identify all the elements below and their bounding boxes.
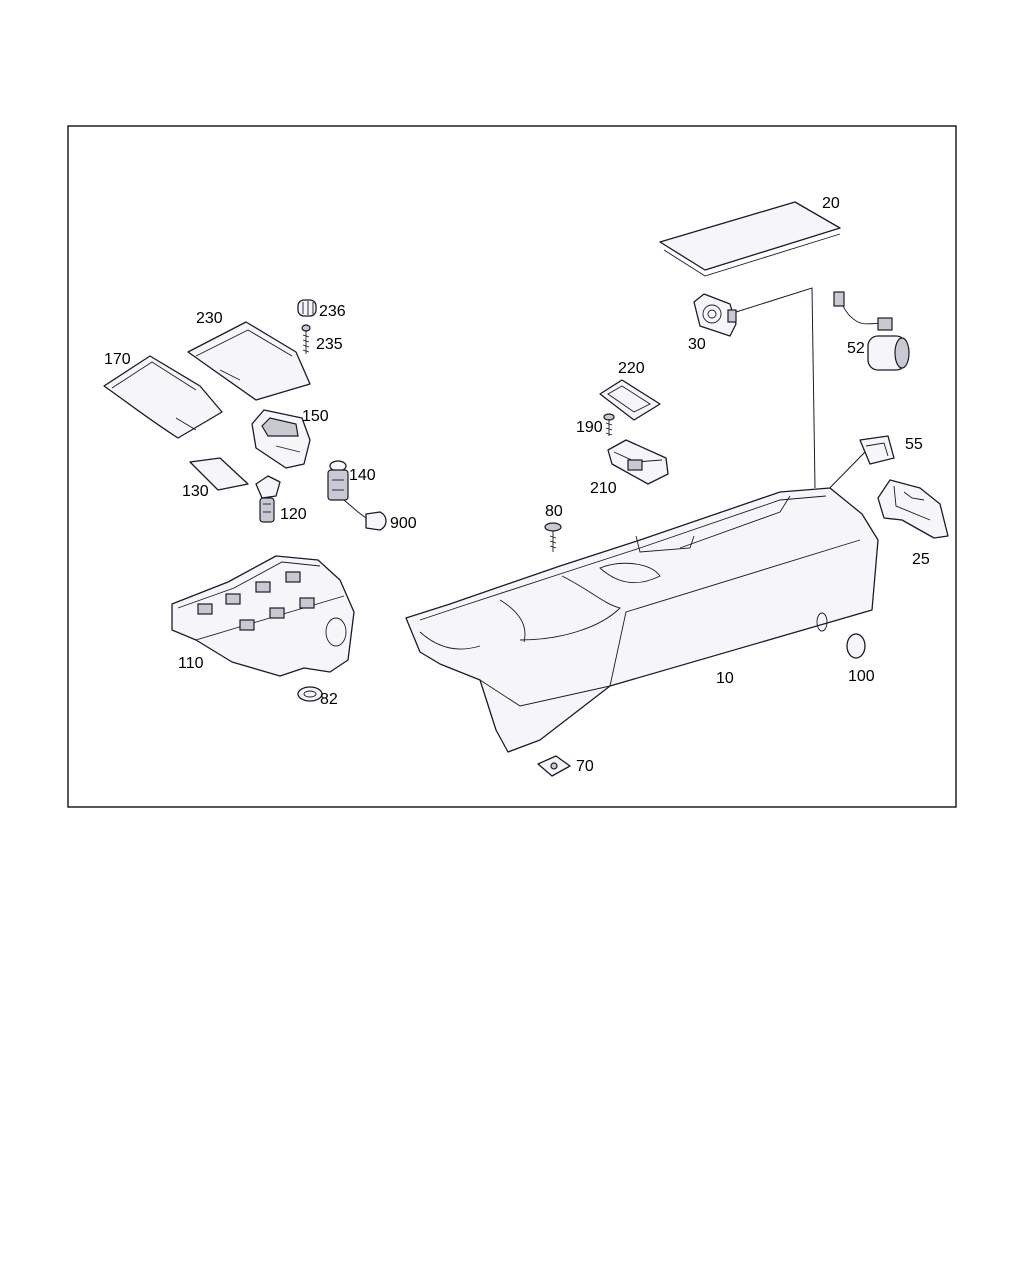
label-150: 150 bbox=[302, 408, 329, 425]
label-52: 52 bbox=[847, 340, 865, 357]
part-170-cover bbox=[103, 355, 223, 439]
part-235-screw bbox=[301, 324, 311, 354]
part-55-clip bbox=[859, 435, 895, 465]
label-210: 210 bbox=[590, 480, 617, 497]
label-30: 30 bbox=[688, 336, 706, 353]
part-25-rear-panel bbox=[877, 479, 949, 539]
label-25: 25 bbox=[912, 551, 930, 568]
label-70: 70 bbox=[576, 758, 594, 775]
part-80-screw bbox=[544, 522, 562, 552]
part-52-wiring-motor bbox=[833, 291, 910, 371]
label-235: 235 bbox=[316, 336, 343, 353]
label-140: 140 bbox=[349, 467, 376, 484]
part-236-knob bbox=[297, 299, 317, 317]
label-120: 120 bbox=[280, 506, 307, 523]
part-190-screw bbox=[603, 413, 615, 436]
label-220: 220 bbox=[618, 360, 645, 377]
diagram-frame bbox=[67, 125, 957, 808]
label-130: 130 bbox=[182, 483, 209, 500]
part-30-speaker-grille bbox=[693, 293, 737, 337]
part-70-clip-nut bbox=[537, 755, 571, 777]
label-10: 10 bbox=[716, 670, 734, 687]
part-110-bracket-assembly bbox=[171, 555, 355, 677]
label-230: 230 bbox=[196, 310, 223, 327]
label-900: 900 bbox=[390, 515, 417, 532]
part-210-cupholder-insert bbox=[607, 439, 669, 485]
label-82: 82 bbox=[320, 691, 338, 708]
part-230-cover bbox=[187, 321, 311, 401]
label-100: 100 bbox=[848, 668, 875, 685]
label-190: 190 bbox=[576, 419, 603, 436]
label-55: 55 bbox=[905, 436, 923, 453]
part-10-center-console bbox=[405, 487, 879, 753]
label-80: 80 bbox=[545, 503, 563, 520]
part-120-switch bbox=[255, 475, 281, 523]
part-150-switch-housing bbox=[251, 409, 311, 469]
label-110: 110 bbox=[178, 655, 204, 672]
label-170: 170 bbox=[104, 351, 131, 368]
part-900-connector bbox=[343, 499, 387, 531]
part-20-armrest-pad bbox=[659, 201, 841, 277]
leader-30 bbox=[735, 287, 816, 489]
part-100-plug bbox=[846, 633, 866, 659]
part-130-label-plate bbox=[189, 457, 249, 491]
label-236: 236 bbox=[319, 303, 346, 320]
part-82-grommet bbox=[297, 686, 323, 702]
label-20: 20 bbox=[822, 195, 840, 212]
part-140-socket bbox=[327, 460, 349, 501]
part-220-tray bbox=[599, 379, 661, 421]
